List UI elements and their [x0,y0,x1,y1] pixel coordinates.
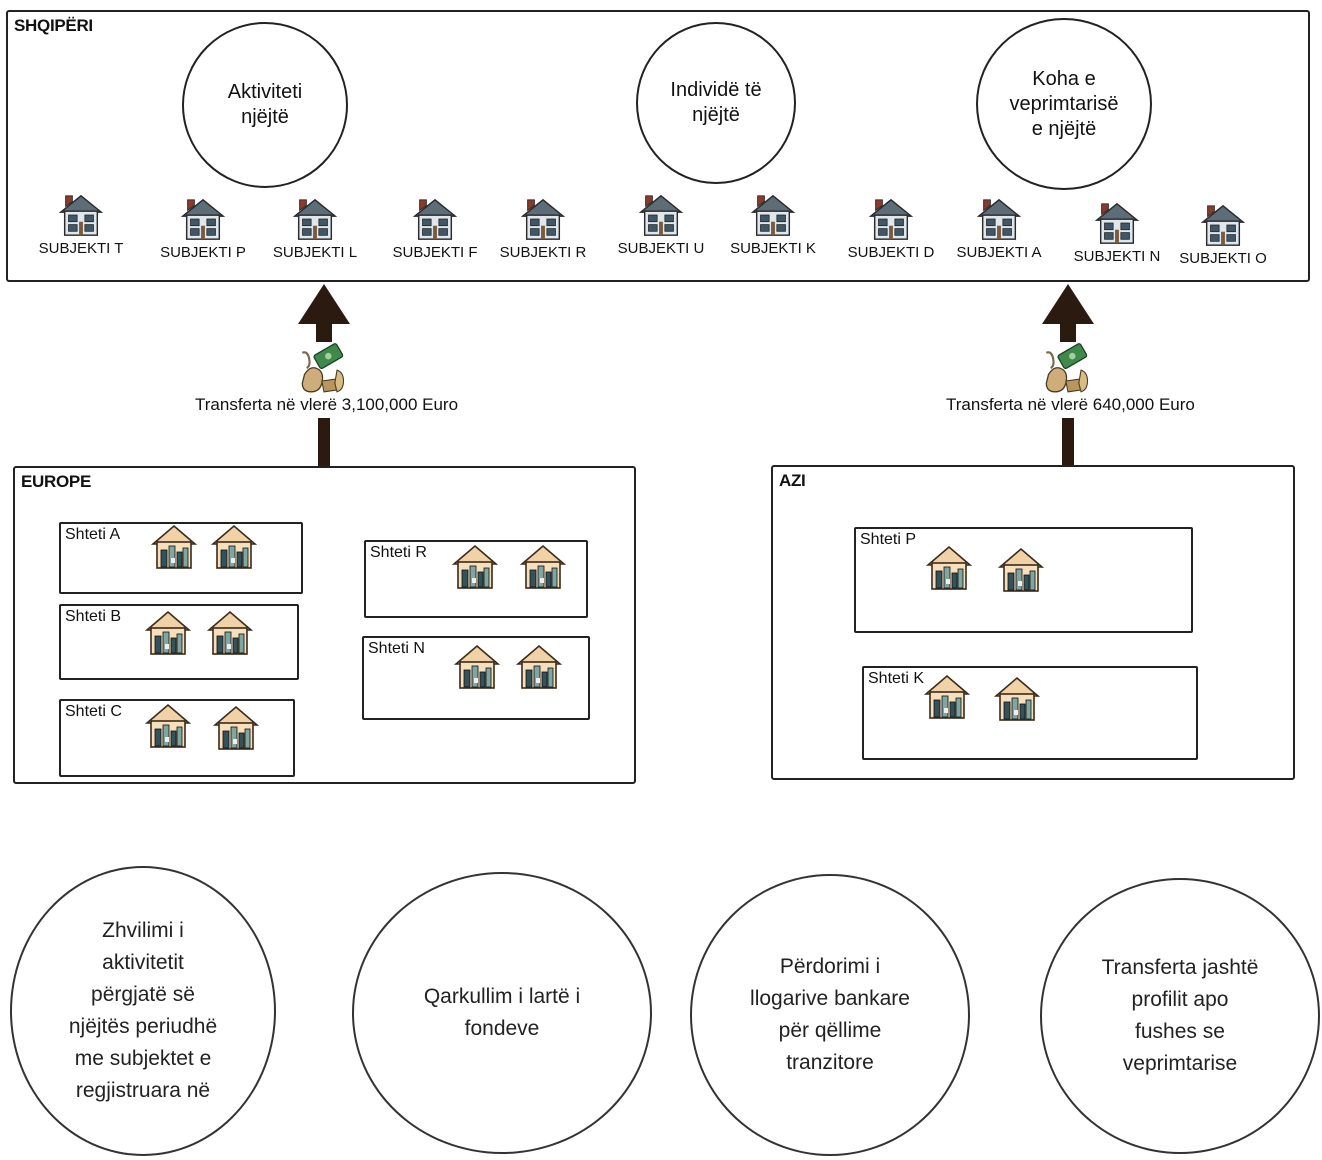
house-icon [637,192,685,238]
indicator-label: Transferta jashtë profilit apo fushes se… [1101,956,1259,1075]
building-icon [145,703,191,749]
subject-label: SUBJEKTI O [1179,250,1267,267]
subject-label: SUBJEKTI K [730,240,816,257]
criteria-circle-individuals: Individë të njëjtë [636,22,796,184]
house-icon [519,196,567,242]
europe-title: EUROPE [21,472,91,491]
state-c: Shteti C [59,699,295,777]
subject-k: SUBJEKTI K [718,192,828,257]
state-label: Shteti N [368,640,425,657]
subject-label: SUBJEKTI F [392,244,478,261]
house-icon [1093,200,1141,246]
house-icon [749,192,797,238]
indicator-label: Zhvilimi i aktivitetit përgjatë së njëjt… [68,919,218,1102]
state-r: Shteti R [364,540,588,618]
subject-label: SUBJEKTI P [160,244,246,261]
subject-u: SUBJEKTI U [606,192,716,257]
building-icon [516,644,562,690]
indicator-circle-off-profile-transfers: Transferta jashtë profilit apo fushes se… [1040,878,1320,1154]
subject-label: SUBJEKTI A [956,244,1042,261]
indicator-circle-transit-accounts: Përdorimi i llogarive bankare për qëllim… [690,874,970,1156]
house-icon [1199,202,1247,248]
state-label: Shteti K [868,670,925,687]
subject-label: SUBJEKTI D [847,244,935,261]
state-label: Shteti R [370,544,427,561]
subject-t: SUBJEKTI T [26,192,136,257]
subject-d: SUBJEKTI D [836,196,946,261]
subject-label: SUBJEKTI T [38,240,124,257]
state-k: Shteti K [862,666,1198,760]
house-icon [57,192,105,238]
building-icon [926,545,972,591]
indicator-label: Qarkullim i lartë i fondeve [423,985,581,1040]
subject-l: SUBJEKTI L [260,196,370,261]
state-b: Shteti B [59,604,299,680]
house-icon [179,196,227,242]
criteria-label: Koha e veprimtarisë e njëjtë [1009,67,1119,140]
money-bag-icon [1042,342,1094,394]
building-icon [994,676,1040,722]
criteria-circle-activity: Aktiviteti njëjtë [182,22,348,188]
building-icon [998,547,1044,593]
building-icon [151,524,197,570]
subject-r: SUBJEKTI R [488,196,598,261]
state-label: Shteti A [65,526,121,543]
albania-title: SHQIPËRI [14,16,93,35]
house-icon [975,196,1023,242]
building-icon [520,544,566,590]
state-label: Shteti P [860,531,917,548]
building-icon [924,674,970,720]
building-icon [145,610,191,656]
transfer-arrow-asia [1042,284,1094,468]
subject-label: SUBJEKTI N [1073,248,1161,265]
building-icon [213,705,259,751]
indicator-label: Përdorimi i llogarive bankare për qëllim… [750,955,910,1074]
indicator-circle-parallel-activity: Zhvilimi i aktivitetit përgjatë së njëjt… [10,866,276,1156]
subject-o: SUBJEKTI O [1168,202,1278,267]
subject-f: SUBJEKTI F [380,196,490,261]
building-icon [452,544,498,590]
state-n: Shteti N [362,636,590,720]
building-icon [207,610,253,656]
house-icon [411,196,459,242]
subject-a: SUBJEKTI A [944,196,1054,261]
subject-label: SUBJEKTI R [499,244,587,261]
criteria-circle-time: Koha e veprimtarisë e njëjtë [976,18,1152,190]
subject-n: SUBJEKTI N [1062,200,1172,265]
transfer-arrow-europe [298,284,350,470]
subject-label: SUBJEKTI U [617,240,705,257]
criteria-label: Aktiviteti njëjtë [227,81,303,128]
transfer-label-europe: Transferta në vlerë 3,100,000 Euro [195,395,459,414]
house-icon [867,196,915,242]
money-bag-icon [298,342,350,394]
state-label: Shteti C [65,703,122,720]
indicator-circle-high-turnover: Qarkullim i lartë i fondeve [352,872,652,1154]
asia-title: AZI [779,471,806,490]
state-a: Shteti A [59,522,303,594]
building-icon [454,644,500,690]
state-label: Shteti B [65,608,122,625]
house-icon [291,196,339,242]
subject-label: SUBJEKTI L [272,244,358,261]
state-p: Shteti P [854,527,1193,633]
transfer-label-asia: Transferta në vlerë 640,000 Euro [946,395,1195,414]
building-icon [211,524,257,570]
criteria-label: Individë të njëjtë [670,79,762,126]
subject-p: SUBJEKTI P [148,196,258,261]
